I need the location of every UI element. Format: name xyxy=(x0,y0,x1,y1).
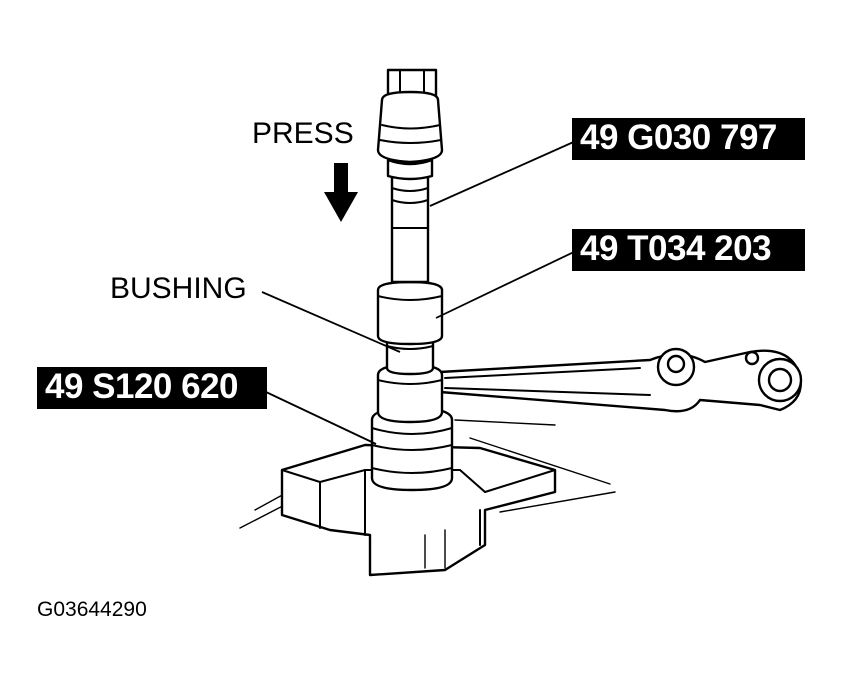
leader-lines xyxy=(261,139,579,445)
press-base-table xyxy=(239,419,616,577)
installer-tool xyxy=(376,280,444,346)
press-ram xyxy=(376,68,444,181)
press-direction-arrow-icon xyxy=(324,163,358,222)
figure-code: G03644290 xyxy=(37,598,147,621)
tool-tag-adapter: 49 G030 797 xyxy=(572,118,805,160)
tool-tag-installer: 49 T034 203 xyxy=(572,229,805,271)
control-arm xyxy=(438,347,803,413)
bushing-label: BUSHING xyxy=(110,272,247,305)
tool-tag-support: 49 S120 620 xyxy=(37,367,267,409)
adapter-shaft xyxy=(390,168,430,284)
press-label: PRESS xyxy=(252,117,354,150)
